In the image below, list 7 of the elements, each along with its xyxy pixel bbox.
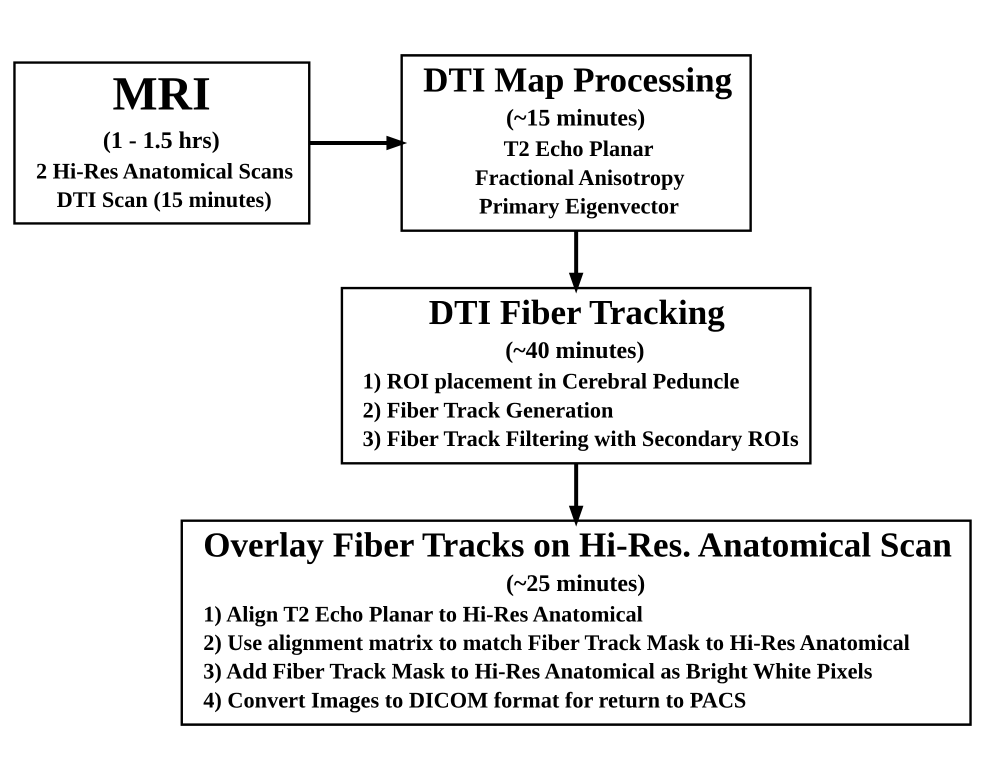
- node-box: Overlay Fiber Tracks on Hi-Res. Anatomical Scan (~25 minutes) 1) Align T2 Echo Planar to Hi-Res Anatomical 2) Use alignment matrix to match Fiber Track Mask to Hi-Res Anatomical 3) Add Fiber Track Mask to Hi-Res Anatomical as Bright White Pixels 4) Convert Images to DICOM format for return to PACS: [180, 519, 972, 726]
- arrow: [568, 230, 584, 294]
- node-box: DTI Fiber Tracking (~40 minutes) 1) ROI placement in Cerebral Peduncle 2) Fiber Track Generation 3) Fiber Track Filtering with Secondary ROIs: [340, 286, 812, 464]
- arrow: [310, 136, 408, 150]
- node-box: MRI (1 - 1.5 hrs) 2 Hi-Res Anatomical Scans DTI Scan (15 minutes): [13, 61, 310, 225]
- arrow: [568, 464, 584, 527]
- node-box: DTI Map Processing (~15 minutes) T2 Echo Planar Fractional Anisotropy Primary Eigenvector: [400, 54, 752, 232]
